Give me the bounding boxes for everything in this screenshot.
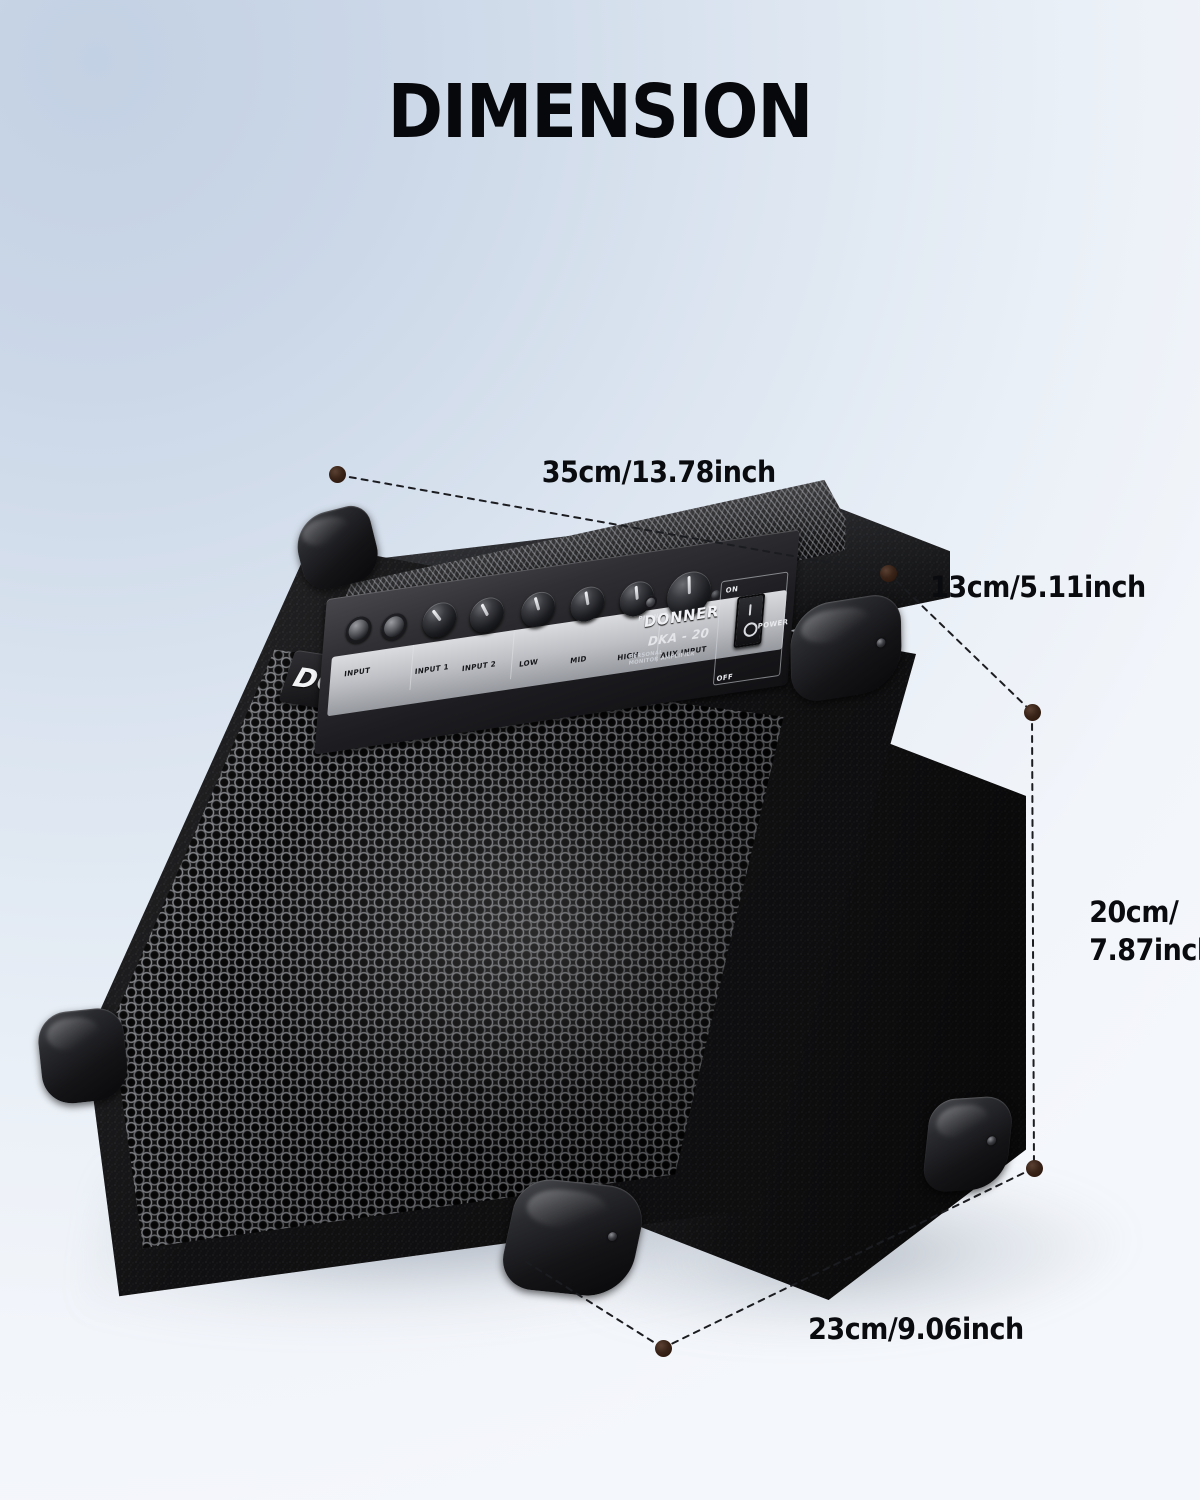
dimension-label-height-line2: 7.87inch — [1089, 933, 1200, 967]
input-jack-1[interactable] — [344, 614, 373, 646]
corner-highlight — [299, 512, 353, 550]
dimension-label-bottom-depth: 23cm/9.06inch — [808, 1312, 1024, 1346]
power-rocker-switch[interactable] — [733, 593, 766, 649]
rocker-on-mark — [748, 604, 752, 616]
corner-highlight — [935, 1103, 991, 1139]
phones-jack[interactable] — [643, 594, 658, 610]
corner-protector-bottom-front — [496, 1176, 650, 1300]
dimension-dot-height-start — [1024, 704, 1041, 721]
dimension-dot-width-end — [880, 565, 897, 582]
dimension-dot-bottom-end — [655, 1340, 672, 1357]
dimension-label-height: 20cm/ 7.87inch — [1089, 893, 1200, 969]
rocker-off-mark — [743, 621, 759, 638]
corner-protector-bottom-right — [921, 1094, 1015, 1194]
dimension-label-depth: 13cm/5.11inch — [930, 570, 1146, 604]
knob-input-1[interactable] — [421, 600, 458, 640]
input-jack-2[interactable] — [380, 611, 408, 642]
knob-low[interactable] — [519, 589, 557, 630]
dimension-dot-width-start — [329, 466, 346, 483]
corner-protector-bottom-left — [35, 1005, 131, 1107]
page-title: DIMENSION — [387, 69, 813, 155]
corner-highlight — [801, 603, 871, 648]
dimension-dot-height-end — [1026, 1160, 1043, 1177]
corner-highlight — [44, 1015, 102, 1053]
corner-highlight — [523, 1186, 612, 1233]
corner-screw — [607, 1231, 618, 1242]
knob-input-2[interactable] — [468, 595, 506, 635]
corner-screw — [876, 637, 886, 649]
dimension-label-height-line1: 20cm/ — [1089, 895, 1179, 929]
corner-screw — [986, 1135, 997, 1146]
dimension-label-width: 35cm/13.78inch — [541, 455, 776, 489]
